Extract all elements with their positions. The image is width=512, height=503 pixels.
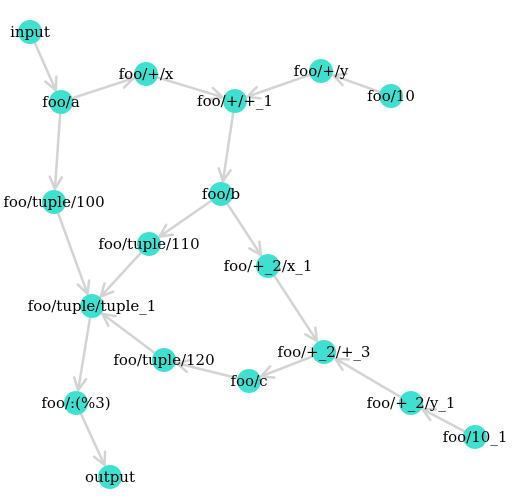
node-foo-2-x-1[interactable]: foo/+_2/x_1	[224, 254, 313, 278]
edge-foo-10-to-foo-y	[331, 72, 381, 94]
node-label: foo/+/+_1	[197, 92, 273, 110]
node-foo-tuple-tuple-1[interactable]: foo/tuple/tuple_1	[28, 294, 157, 318]
edge-foo-y-to-foo-1	[246, 73, 311, 100]
arrowhead	[421, 407, 438, 422]
node-label: input	[10, 23, 50, 41]
node-foo-10[interactable]: foo/10	[367, 84, 415, 108]
arrowhead	[92, 450, 107, 467]
node-label: foo/tuple/110	[98, 235, 199, 253]
arrowhead	[44, 75, 58, 92]
edge-input-to-foo-a	[33, 42, 58, 92]
node-label: foo/+_2/+_3	[278, 343, 371, 361]
edge-foo-c-to-foo-tuple-120	[175, 358, 238, 380]
arrowhead	[101, 312, 117, 328]
node-label: foo/tuple/tuple_1	[28, 297, 157, 315]
node-label: foo/a	[42, 93, 80, 111]
edge-foo-2-x-1-to-foo-2-3	[273, 275, 319, 343]
node-label: foo/b	[202, 185, 240, 203]
arrowhead	[99, 282, 115, 298]
node-foo-y[interactable]: foo/+/y	[294, 59, 349, 83]
nodes-layer: input foo/a foo/+/x foo/+/y foo/10 foo/+/+_1f…	[3, 20, 507, 489]
node-label: foo/tuple/120	[113, 351, 214, 369]
node-label: foo/+/x	[119, 65, 174, 83]
arrowhead	[304, 326, 319, 343]
arrowhead	[76, 279, 91, 296]
node-circle[interactable]	[152, 348, 176, 372]
arrowhead	[217, 167, 232, 183]
node-label: foo/:(%3)	[41, 394, 110, 412]
edge-foo-a-to-foo-tuple-100	[48, 113, 63, 191]
node-circle[interactable]	[134, 62, 158, 86]
node-foo-10-1[interactable]: foo/10_1	[443, 425, 508, 449]
node-foo-b[interactable]: foo/b	[202, 182, 240, 206]
edge-foo-a-to-foo-x	[72, 74, 135, 100]
node-circle[interactable]	[49, 90, 73, 114]
node-label: foo/+/y	[294, 62, 349, 80]
edge-foo-x-to-foo-1	[157, 76, 224, 101]
node-label: foo/10	[367, 87, 415, 105]
arrowhead	[248, 240, 263, 257]
arrowhead	[333, 357, 350, 372]
node-input[interactable]: input	[10, 20, 50, 44]
node-foo-2-3[interactable]: foo/+_2/+_3	[278, 340, 371, 364]
edge-foo-b-to-foo-tuple-110	[158, 199, 212, 238]
arrowhead	[259, 365, 276, 379]
node-label: foo/+_2/y_1	[367, 394, 456, 412]
node-circle[interactable]	[18, 20, 42, 44]
node-circle[interactable]	[137, 232, 161, 256]
node-foo-c[interactable]: foo/c	[230, 369, 268, 393]
node-foo-x[interactable]: foo/+/x	[119, 62, 174, 86]
arrowhead	[331, 72, 348, 87]
arrowhead	[246, 85, 262, 100]
node-foo-tuple-120[interactable]: foo/tuple/120	[113, 348, 215, 372]
node-label: foo/tuple/100	[3, 193, 104, 211]
edge-foo-3-to-output	[79, 413, 107, 467]
edge-foo-tuple-100-to-foo-tuple-tuple-1	[56, 212, 91, 296]
node-foo-2-y-1[interactable]: foo/+_2/y_1	[367, 391, 456, 415]
arrowhead	[175, 358, 191, 374]
arrowhead	[48, 175, 63, 191]
node-circle[interactable]	[379, 84, 403, 108]
edge-foo-tuple-120-to-foo-tuple-tuple-1	[101, 312, 156, 354]
edge-foo-2-3-to-foo-c	[259, 355, 314, 379]
node-circle[interactable]	[209, 182, 233, 206]
node-circle[interactable]	[64, 391, 88, 415]
edges-layer	[33, 42, 465, 467]
edge-foo-tuple-110-to-foo-tuple-tuple-1	[99, 251, 142, 298]
node-circle[interactable]	[42, 190, 66, 214]
node-label: foo/c	[230, 372, 267, 390]
node-circle[interactable]	[98, 465, 122, 489]
arrowhead	[72, 376, 88, 392]
arrowhead	[158, 223, 175, 238]
node-label: foo/+_2/x_1	[224, 257, 313, 275]
node-foo-1[interactable]: foo/+/+_1	[197, 89, 273, 113]
node-circle[interactable]	[312, 340, 336, 364]
node-circle[interactable]	[399, 391, 423, 415]
node-output[interactable]: output	[85, 465, 135, 489]
node-circle[interactable]	[223, 89, 247, 113]
node-foo-tuple-110[interactable]: foo/tuple/110	[98, 232, 200, 256]
node-foo-a[interactable]: foo/a	[42, 90, 80, 114]
node-circle[interactable]	[256, 254, 280, 278]
edge-foo-b-to-foo-2-x-1	[226, 203, 263, 257]
node-circle[interactable]	[80, 294, 104, 318]
node-label: output	[85, 468, 135, 486]
edge-foo-tuple-tuple-1-to-foo-3	[72, 317, 92, 392]
edge-foo-10-1-to-foo-2-y-1	[421, 407, 465, 433]
node-label: foo/10_1	[443, 428, 508, 446]
arrowhead	[208, 86, 224, 101]
edge-foo-1-to-foo-b	[217, 112, 235, 183]
node-circle[interactable]	[463, 425, 487, 449]
edge-foo-2-y-1-to-foo-2-3	[333, 357, 402, 399]
node-foo-tuple-100[interactable]: foo/tuple/100	[3, 190, 105, 214]
node-circle[interactable]	[237, 369, 261, 393]
node-foo-3[interactable]: foo/:(%3)	[41, 391, 111, 415]
arrowhead	[119, 74, 135, 89]
node-circle[interactable]	[309, 59, 333, 83]
